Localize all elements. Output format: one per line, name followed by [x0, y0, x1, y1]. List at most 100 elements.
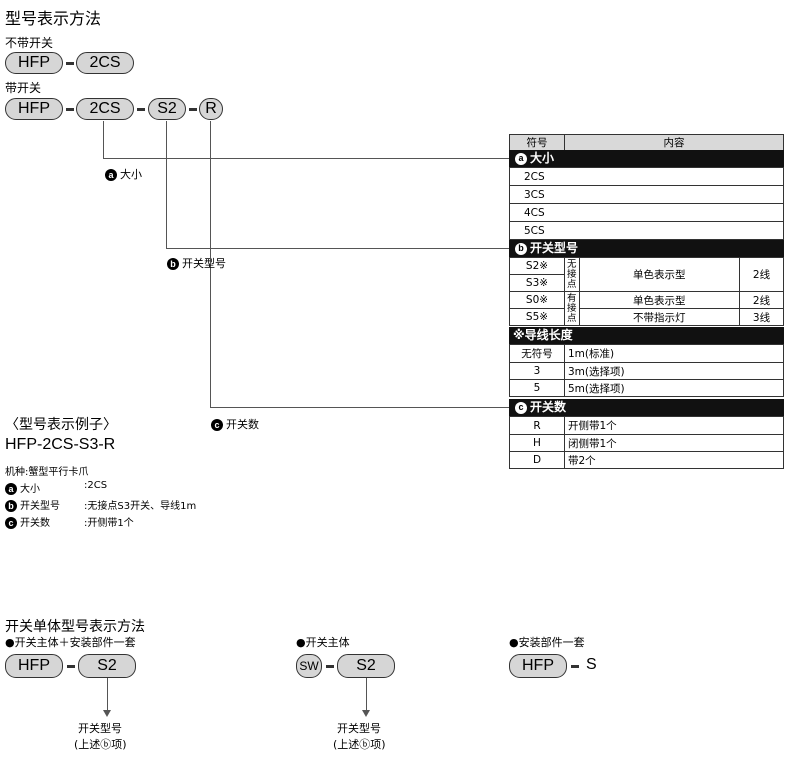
model-part-size: 2CS: [76, 98, 134, 120]
badge-b-icon: b: [515, 242, 527, 255]
unit-part-s: S: [586, 656, 597, 673]
switch-wire: 2线: [739, 291, 784, 309]
lead-table: 无符号 1m(标准) 3 3m(选择项) 5 5m(选择项): [509, 344, 784, 397]
switch-code: S0※: [509, 291, 565, 309]
badge-c-icon: c: [211, 419, 223, 431]
size-row: 4CS: [509, 203, 784, 222]
example-heading: 〈型号表示例子〉: [5, 417, 117, 433]
arrow-line: [107, 678, 108, 714]
dash: [67, 665, 75, 668]
badge-b-icon: b: [167, 258, 179, 270]
model-part-switch: S2: [148, 98, 186, 120]
dash: [66, 62, 74, 65]
with-switch-label: 带开关: [5, 81, 42, 95]
arrow-line: [366, 678, 367, 714]
size-row: 2CS: [509, 167, 784, 186]
count-desc: 闭侧带1个: [564, 434, 784, 452]
connector-b-vertical: [166, 121, 167, 249]
connector-c-horizontal: [210, 407, 509, 408]
no-contact-label: 无接点: [564, 257, 580, 292]
count-desc: 带2个: [564, 451, 784, 469]
with-contact-label: 有接点: [564, 291, 580, 326]
lead-desc: 3m(选择项): [564, 362, 784, 380]
dash: [326, 665, 334, 668]
arrow-down-icon: [103, 710, 111, 717]
example-c-value: :开侧带1个: [84, 518, 134, 529]
badge-a-icon: a: [5, 483, 17, 495]
badge-c-icon: c: [5, 517, 17, 529]
lead-desc: 5m(选择项): [564, 379, 784, 397]
badge-c-icon: c: [515, 401, 527, 414]
example-a-value: :2CS: [84, 480, 108, 491]
switch-table: S2※ 无接点 单色表示型 2线 S3※ S0※ 有接点 单色表示型 2线 S5…: [509, 257, 784, 326]
count-desc: 开侧带1个: [564, 416, 784, 435]
switch-code: S5※: [509, 308, 565, 326]
count-code: H: [509, 434, 565, 452]
dash: [66, 108, 74, 111]
dash: [137, 108, 145, 111]
lead-code: 3: [509, 362, 565, 380]
lead-code: 5: [509, 379, 565, 397]
model-part-count: R: [199, 98, 223, 120]
count-code: R: [509, 416, 565, 435]
example-b-value: :无接点S3开关、导线1m: [84, 501, 197, 512]
arrow-down-icon: [362, 710, 370, 717]
dash: [189, 108, 197, 111]
model-part-hfp: HFP: [5, 52, 63, 74]
switch-code: S2※: [509, 257, 565, 275]
connector-a-horizontal: [103, 158, 509, 159]
model-part-size: 2CS: [76, 52, 134, 74]
code-table-header: 符号 内容: [509, 134, 784, 151]
unit-part-switch: S2: [78, 654, 136, 678]
model-part-hfp: HFP: [5, 98, 63, 120]
col-content-header: 内容: [564, 134, 784, 151]
size-row: 3CS: [509, 185, 784, 204]
badge-a-icon: a: [515, 152, 527, 165]
unit-part-hfp: HFP: [5, 654, 63, 678]
switch-wire: 2线: [739, 257, 784, 292]
example-machine: 机种:蟹型平行卡爪: [5, 467, 89, 478]
unit-group1-note1: 开关型号: [78, 722, 122, 735]
no-switch-label: 不带开关: [5, 36, 54, 50]
unit-group2-label: ●开关主体: [296, 636, 350, 649]
connector-c-vertical: [210, 121, 211, 408]
unit-group2-note1: 开关型号: [337, 722, 381, 735]
switch-desc: 单色表示型: [578, 291, 741, 309]
unit-group1-note2: (上述ⓑ项): [74, 738, 127, 751]
size-table: 2CS 3CS 4CS 5CS: [509, 167, 784, 240]
unit-part-hfp: HFP: [509, 654, 567, 678]
switch-code: S3※: [509, 274, 565, 292]
example-model: HFP-2CS-S3-R: [5, 436, 116, 453]
count-code: D: [509, 451, 565, 469]
lead-desc: 1m(标准): [564, 344, 784, 363]
switch-wire: 3线: [739, 308, 784, 326]
lead-code: 无符号: [509, 344, 565, 363]
size-row: 5CS: [509, 221, 784, 240]
count-table: R 开侧带1个 H 闭侧带1个 D 带2个: [509, 416, 784, 469]
unit-part-sw: SW: [296, 654, 322, 678]
switch-desc: 单色表示型: [578, 257, 741, 292]
unit-group2-note2: (上述ⓑ项): [333, 738, 386, 751]
badge-a-icon: a: [105, 169, 117, 181]
connector-b-horizontal: [166, 248, 509, 249]
col-code-header: 符号: [509, 134, 565, 151]
page-title: 型号表示方法: [5, 9, 102, 28]
unit-part-switch: S2: [337, 654, 395, 678]
connector-a-vertical: [103, 121, 104, 159]
badge-b-icon: b: [5, 500, 17, 512]
unit-title: 开关单体型号表示方法: [5, 619, 145, 635]
switch-desc: 不带指示灯: [578, 308, 741, 326]
unit-group3-label: ●安装部件一套: [509, 636, 585, 649]
dash: [571, 665, 579, 668]
lead-length-header: ※导线长度: [509, 327, 784, 344]
unit-group1-label: ●开关主体＋安装部件一套: [5, 636, 136, 649]
